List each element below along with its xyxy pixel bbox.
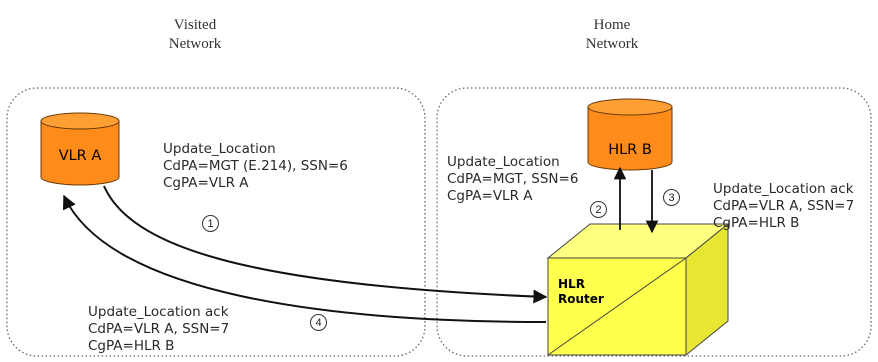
vlr-database: VLR A xyxy=(40,112,120,186)
arrow-step-1 xyxy=(103,185,548,304)
home-network-title-line1: Home xyxy=(593,17,631,33)
message-step-3-line-1: Update_Location ack xyxy=(713,181,854,197)
message-step-2: Update_Location CdPA=MGT, SSN=6 CgPA=VLR… xyxy=(447,154,578,205)
visited-network-title: Visited Network xyxy=(140,16,250,54)
message-step-3-line-2: CdPA=VLR A, SSN=7 xyxy=(713,198,855,214)
message-step-4-line-1: Update_Location ack xyxy=(88,304,229,320)
message-step-1-line-1: Update_Location xyxy=(163,141,276,157)
message-step-3-line-3: CgPA=HLR B xyxy=(713,215,800,231)
vlr-cylinder-body xyxy=(40,120,120,186)
message-step-2-line-2: CdPA=MGT, SSN=6 xyxy=(447,171,579,187)
home-network-boundary xyxy=(436,87,872,357)
router-label: HLR Router xyxy=(558,277,604,307)
hlr-database: HLR B xyxy=(587,98,673,171)
message-step-2-line-1: Update_Location xyxy=(447,154,560,170)
message-step-1-line-3: CgPA=VLR A xyxy=(163,175,249,191)
step-2-number: 2 xyxy=(590,201,607,218)
router-label-line2: Router xyxy=(558,292,604,306)
message-step-4-line-3: CgPA=HLR B xyxy=(88,338,175,354)
hlr-router-cube xyxy=(546,222,730,357)
visited-network-boundary xyxy=(6,87,426,357)
visited-network-title-line2: Network xyxy=(168,36,222,52)
message-step-3: Update_Location ack CdPA=VLR A, SSN=7 Cg… xyxy=(713,181,854,232)
step-4-number: 4 xyxy=(310,314,327,331)
home-network-title-line2: Network xyxy=(585,36,639,52)
message-step-4-line-2: CdPA=VLR A, SSN=7 xyxy=(88,321,230,337)
visited-network-title-line1: Visited xyxy=(173,17,217,33)
hlr-cylinder-top xyxy=(587,98,673,116)
message-step-4: Update_Location ack CdPA=VLR A, SSN=7 Cg… xyxy=(88,304,229,355)
step-1-number: 1 xyxy=(202,215,219,232)
message-step-2-line-3: CgPA=VLR A xyxy=(447,188,533,204)
hlr-cylinder-body xyxy=(587,106,673,171)
vlr-label: VLR A xyxy=(59,148,102,164)
hlr-label: HLR B xyxy=(608,142,652,158)
home-network-title: Home Network xyxy=(557,16,667,54)
router-cube-side xyxy=(685,222,729,357)
step-3-number: 3 xyxy=(663,189,680,206)
router-cube-diagonal xyxy=(547,257,687,356)
message-step-1-line-2: CdPA=MGT (E.214), SSN=6 xyxy=(163,158,348,174)
vlr-cylinder-top xyxy=(40,112,120,130)
message-step-1: Update_Location CdPA=MGT (E.214), SSN=6 … xyxy=(163,141,348,192)
arrow-step-4 xyxy=(62,194,547,323)
router-label-line1: HLR xyxy=(558,277,585,291)
